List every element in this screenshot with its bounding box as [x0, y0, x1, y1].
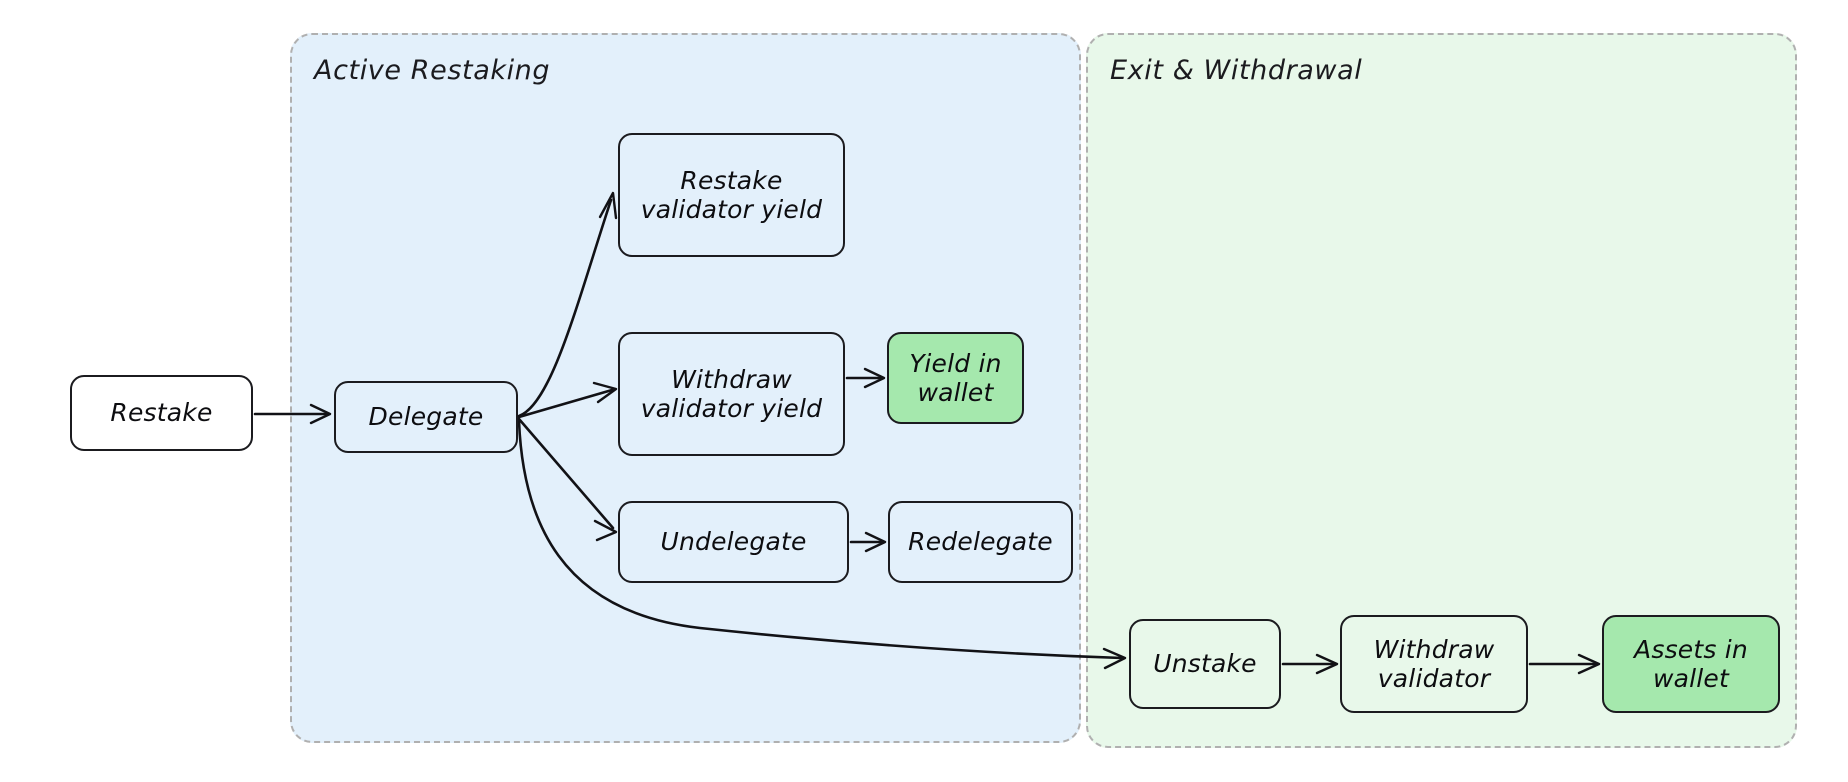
node-restake-validator-yield[interactable]: Restake validator yield: [618, 133, 845, 257]
node-undelegate[interactable]: Undelegate: [618, 501, 849, 583]
node-assets-in-wallet[interactable]: Assets in wallet: [1602, 615, 1780, 713]
node-withdraw-validator-yield[interactable]: Withdraw validator yield: [618, 332, 845, 456]
panel-active-restaking-title: Active Restaking: [314, 55, 551, 86]
node-delegate[interactable]: Delegate: [334, 381, 518, 453]
panel-exit-withdrawal-title: Exit & Withdrawal: [1110, 55, 1363, 86]
node-yield-in-wallet[interactable]: Yield in wallet: [887, 332, 1024, 424]
node-redelegate[interactable]: Redelegate: [888, 501, 1073, 583]
node-unstake[interactable]: Unstake: [1129, 619, 1281, 709]
node-withdraw-validator[interactable]: Withdraw validator: [1340, 615, 1528, 713]
node-restake[interactable]: Restake: [70, 375, 253, 451]
